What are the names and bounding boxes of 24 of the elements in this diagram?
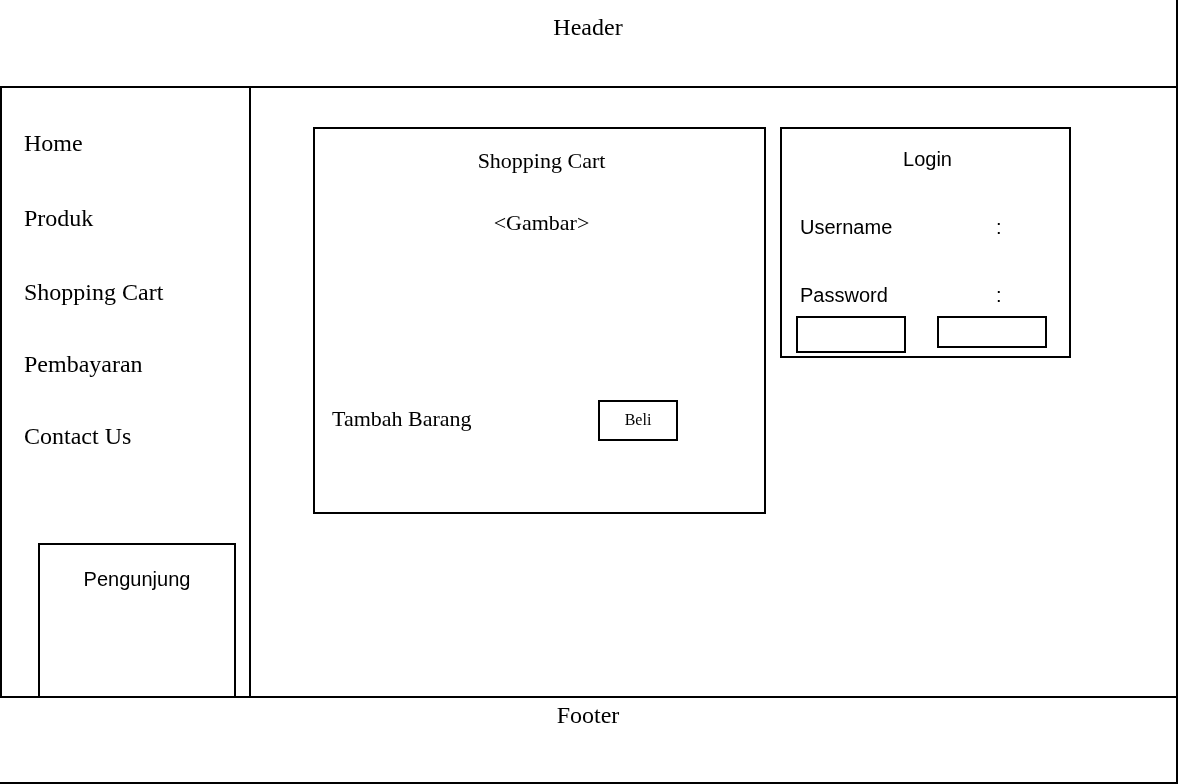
- add-item-label: Tambah Barang: [332, 405, 473, 433]
- buy-button: Beli: [598, 400, 678, 441]
- image-placeholder-text: <Gambar>: [492, 209, 591, 237]
- panel-title: Pengunjung: [82, 567, 192, 592]
- header-band: [0, 0, 1176, 88]
- menu-item: Pembayaran: [24, 350, 143, 379]
- panel-title: Shopping Cart: [476, 147, 607, 175]
- colon-label: :: [996, 283, 1003, 308]
- menu-item: Produk: [24, 204, 94, 233]
- footer-band: [0, 696, 1176, 782]
- input-field: [796, 316, 906, 353]
- username-label: Username: [800, 215, 894, 240]
- footer-title: Footer: [555, 701, 621, 730]
- input-field: [937, 316, 1047, 348]
- header-title: Header: [552, 13, 624, 42]
- shopping-cart-panel: [313, 127, 766, 514]
- login-panel: [780, 127, 1071, 358]
- menu-item: Shopping Cart: [24, 278, 164, 307]
- menu-item: Home: [24, 129, 83, 158]
- panel-title: Login: [902, 147, 953, 172]
- password-label: Password: [800, 283, 889, 308]
- menu-item: Contact Us: [24, 422, 132, 451]
- visitor-panel: [38, 543, 236, 698]
- colon-label: :: [996, 215, 1003, 240]
